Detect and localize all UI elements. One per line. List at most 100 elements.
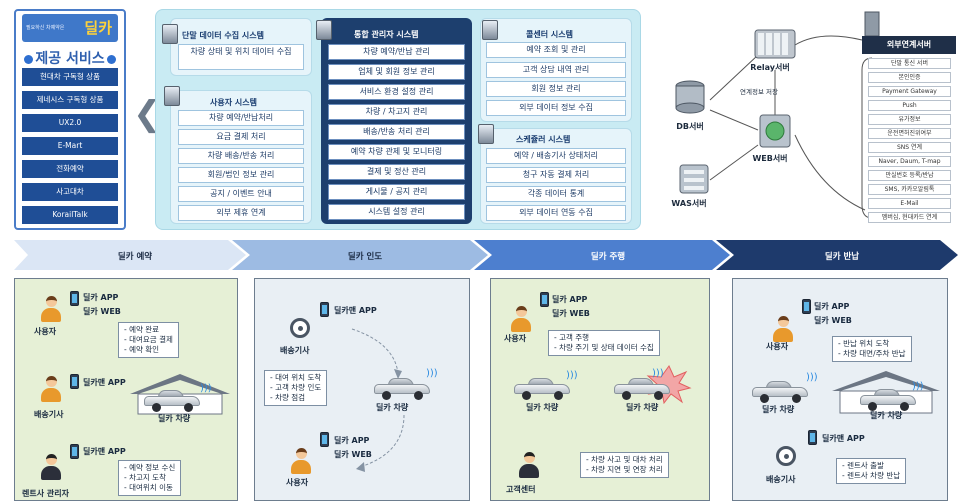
external-item: Payment Gateway [868, 86, 951, 97]
dilcar-logo: 필요하신 차예약은 딜카 [22, 14, 118, 42]
was-server-label: WAS서버 [671, 199, 707, 208]
s1-driver-app-label: 딜카맨 APP [83, 378, 126, 387]
s2-driver-app-label: 딜카맨 APP [334, 306, 377, 315]
car-icon [752, 381, 808, 403]
s4-driver-app-label: 딜카맨 APP [822, 434, 865, 443]
admin-item: 업체 및 회원 정보 관리 [328, 64, 465, 80]
service-item[interactable]: 전화예약 [22, 160, 118, 178]
service-item[interactable]: 사고대차 [22, 183, 118, 201]
s1-admin-notes: - 예약 정보 수신 - 차고지 도착 - 대여위치 이동 [118, 460, 182, 496]
server-icon [162, 24, 178, 44]
was-server-icon [679, 164, 709, 194]
user-icon [510, 306, 532, 332]
s1-admin-label: 렌트사 관리자 [22, 489, 69, 498]
driver-icon [40, 376, 62, 402]
s3-car1-label: 딜카 차량 [526, 403, 559, 412]
relay-external-line [794, 35, 863, 46]
steering-wheel-icon [290, 318, 310, 338]
car-icon [374, 378, 430, 400]
external-item: Push [868, 100, 951, 111]
note-line: - 차량 지연 및 연장 처리 [586, 465, 663, 474]
stage-arrow-drive [474, 240, 730, 270]
s1-app-label: 딜카 APP [83, 293, 119, 302]
phone-icon [540, 292, 549, 307]
scheduler-system-title: 스케쥴러 시스템 [516, 135, 571, 144]
phone-icon [320, 302, 329, 317]
scheduler-item: 외부 데이터 연동 수집 [486, 205, 626, 221]
admin-item: 배송/반송 처리 관리 [328, 124, 465, 140]
web-external-line [794, 134, 866, 211]
service-item[interactable]: KorailTalk [22, 206, 118, 224]
s4-user-notes: - 반납 위치 도착 - 차량 대면/주차 반납 [832, 336, 912, 362]
s2-notes: - 대여 위치 도착 - 고객 차량 인도 - 차량 점검 [264, 370, 328, 406]
external-item: 만실번호 등록/반납 [868, 170, 951, 181]
s4-car2-label: 딜카 차량 [870, 411, 903, 420]
s3-web-label: 딜카 WEB [552, 309, 590, 318]
stage-arrows [14, 240, 958, 270]
note-line: - 예약 확인 [124, 345, 160, 354]
phone-icon [70, 291, 79, 306]
user-item: 회원/법인 정보 관리 [178, 167, 304, 183]
terminal-system-title: 단말 데이터 수집 시스템 [182, 31, 264, 40]
logo-brand: 딜카 [84, 19, 112, 37]
note-line: - 대여위치 이동 [124, 483, 173, 492]
note-line: - 차량 점검 [270, 393, 306, 402]
phone-icon [70, 444, 79, 459]
car-icon [144, 390, 200, 412]
admin-system-title: 통합 관리자 시스템 [354, 30, 419, 39]
note-line: - 고객 차량 인도 [270, 383, 322, 392]
s3-car2-label: 딜카 차량 [626, 403, 659, 412]
stage-arrow-handover [232, 240, 488, 270]
external-item: 멤버십, 현대카드 연계 [868, 212, 951, 223]
car-icon [860, 389, 916, 411]
scheduler-item: 예약 / 배송기사 상태처리 [486, 148, 626, 164]
callcenter-system-title: 콜센터 시스템 [526, 30, 573, 39]
stage-label-handover: 딜카 인도 [347, 252, 383, 262]
admin-item: 결제 및 정산 관리 [328, 164, 465, 180]
service-item[interactable]: UX2.0 [22, 114, 118, 132]
external-item: Naver, Daum, T-map [868, 156, 951, 167]
callcenter-item: 회원 정보 관리 [486, 81, 626, 97]
wifi-icon: ))) [652, 368, 664, 379]
crash-burst-icon [646, 365, 692, 404]
bullet-icon [24, 54, 34, 64]
service-item[interactable]: 제네시스 구독형 상품 [22, 91, 118, 109]
wifi-icon: ))) [806, 372, 818, 383]
s3-center-label: 고객센터 [506, 485, 536, 494]
server-icon [482, 20, 498, 40]
external-item: 단말 통신 서버 [868, 58, 951, 69]
user-system-title: 사용자 시스템 [210, 98, 257, 107]
external-item: 본인인증 [868, 72, 951, 83]
services-panel: 필요하신 차예약은 딜카 제공 서비스 현대차 구독형 상품 제네시스 구독형 … [14, 9, 126, 230]
note-line: - 차량 주기 및 상태 데이터 수집 [554, 343, 654, 352]
web-server-label: WEB서버 [752, 154, 788, 163]
service-item[interactable]: 현대차 구독형 상품 [22, 68, 118, 86]
relay-server-icon [754, 29, 796, 59]
service-item[interactable]: E-Mart [22, 137, 118, 155]
db-server-icon [675, 80, 705, 114]
note-line: - 예약 정보 수신 [124, 463, 176, 472]
note-line: - 대여 위치 도착 [270, 373, 322, 382]
user-item: 요금 결제 처리 [178, 129, 304, 145]
s1-car-label: 딜카 차량 [158, 414, 191, 423]
rental-admin-icon [40, 454, 62, 480]
server-icon [478, 124, 494, 144]
car-icon [614, 378, 670, 400]
admin-item: 차량 / 차고지 관리 [328, 104, 465, 120]
stage-arrow-reserve [14, 240, 246, 270]
flow-arrows [351, 328, 405, 472]
note-line: - 차량 사고 및 대차 처리 [586, 455, 663, 464]
server-connections [675, 11, 880, 219]
server-icon [164, 86, 180, 106]
stage-label-reserve: 딜카 예약 [117, 252, 153, 262]
user-item: 외부 제휴 연계 [178, 205, 304, 221]
s4-car1-label: 딜카 차량 [762, 405, 795, 414]
user-item: 차량 예약/반납처리 [178, 110, 304, 126]
s3-user-label: 사용자 [504, 334, 527, 343]
s1-user-label: 사용자 [34, 327, 57, 336]
s2-car-label: 딜카 차량 [376, 403, 409, 412]
wifi-icon: ))) [566, 370, 578, 381]
note-line: - 반납 위치 도착 [838, 339, 890, 348]
note-line: - 예약 완료 [124, 325, 160, 334]
terminal-item: 차량 상태 및 위치 데이터 수집 [178, 44, 304, 70]
